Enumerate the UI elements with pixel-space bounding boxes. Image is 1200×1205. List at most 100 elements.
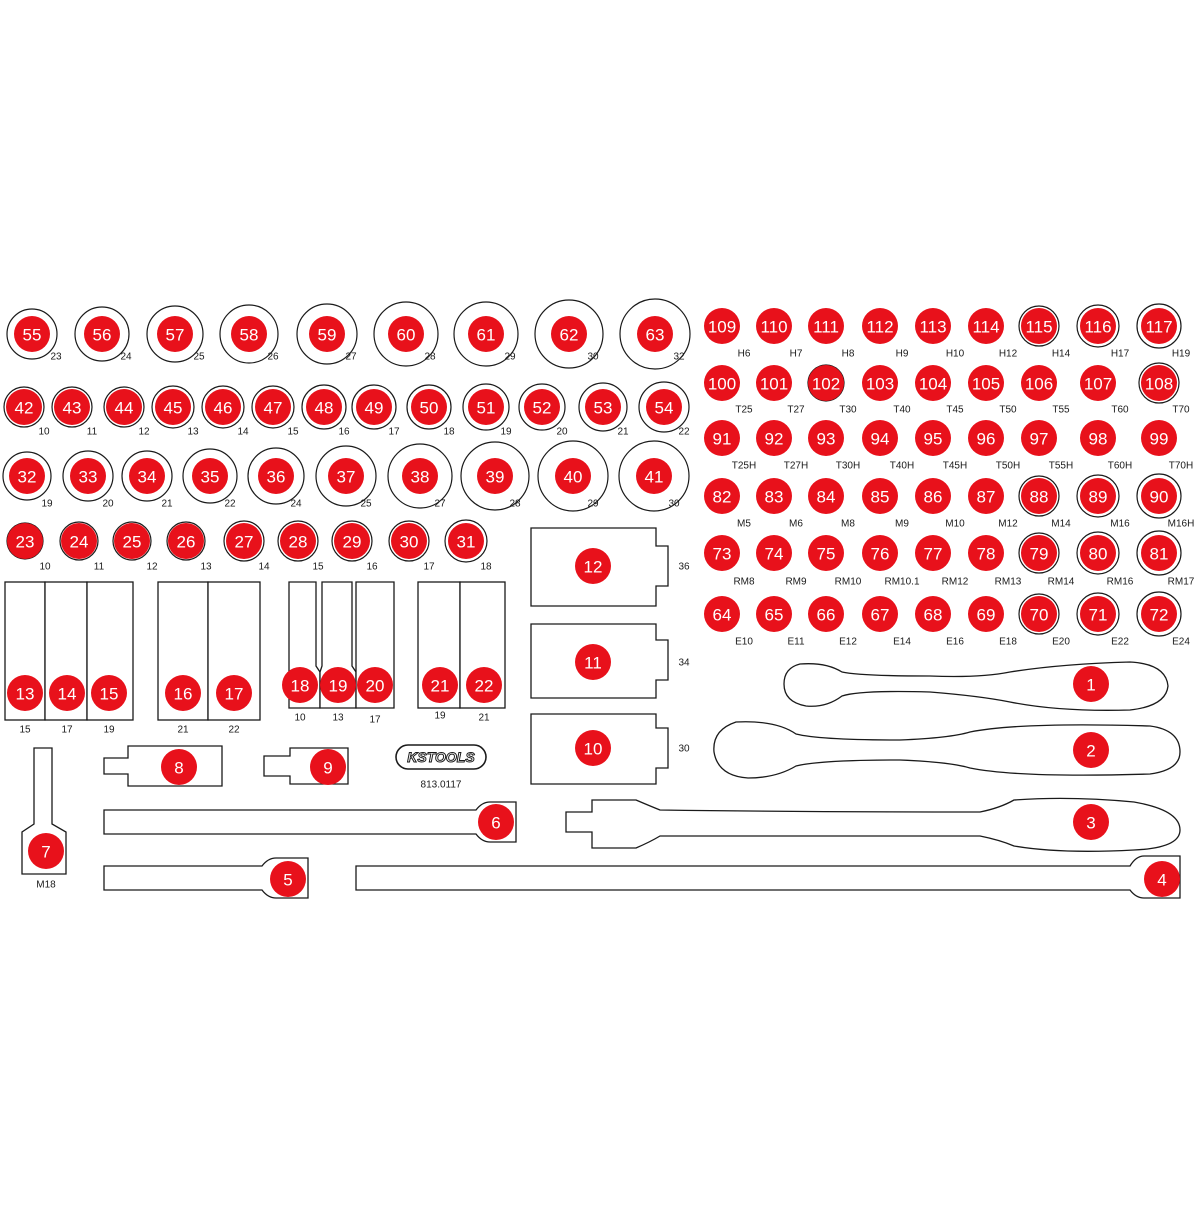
red-dot-44 bbox=[106, 389, 142, 425]
marker-112: 112 bbox=[862, 308, 898, 344]
position-number-54: 54 bbox=[655, 399, 674, 418]
marker-92: 92 bbox=[756, 420, 792, 456]
size-label-12: 36 bbox=[678, 562, 690, 573]
red-dot-52 bbox=[524, 389, 560, 425]
marker-24: 24 bbox=[59, 521, 99, 561]
marker-90: 90 bbox=[1136, 473, 1182, 519]
red-dot-75 bbox=[808, 535, 844, 571]
red-dot-76 bbox=[862, 535, 898, 571]
marker-7: 7 bbox=[28, 833, 64, 869]
position-number-108: 108 bbox=[1145, 375, 1173, 394]
size-label-44: 12 bbox=[138, 427, 150, 438]
marker-28: 28 bbox=[277, 520, 319, 562]
marker-95: 95 bbox=[915, 420, 951, 456]
red-dot-56 bbox=[84, 316, 120, 352]
marker-117: 117 bbox=[1136, 303, 1182, 349]
marker-81: 81 bbox=[1136, 530, 1182, 576]
red-dot-5 bbox=[270, 861, 306, 897]
size-label-24: 11 bbox=[94, 562, 105, 573]
position-number-65: 65 bbox=[765, 606, 784, 625]
red-dot-86 bbox=[915, 478, 951, 514]
position-number-40: 40 bbox=[564, 468, 583, 487]
red-dot-61 bbox=[468, 316, 504, 352]
size-label-30: 17 bbox=[423, 562, 435, 573]
red-dot-48 bbox=[306, 389, 342, 425]
marker-25: 25 bbox=[112, 521, 152, 561]
marker-87: 87 bbox=[968, 478, 1004, 514]
marker-33: 33 bbox=[62, 450, 114, 502]
red-dot-43 bbox=[54, 389, 90, 425]
red-dot-85 bbox=[862, 478, 898, 514]
red-dot-30 bbox=[391, 523, 427, 559]
red-dot-91 bbox=[704, 420, 740, 456]
extension-outline-4 bbox=[355, 855, 1181, 899]
red-dot-2 bbox=[1073, 732, 1109, 768]
size-label-108: T70 bbox=[1172, 405, 1190, 416]
red-dot-116 bbox=[1080, 308, 1116, 344]
size-label-42: 10 bbox=[38, 427, 50, 438]
size-label-73: RM8 bbox=[733, 577, 755, 588]
marker-9: 9 bbox=[310, 749, 346, 785]
marker-1: 1 bbox=[1073, 666, 1109, 702]
red-dot-35 bbox=[192, 458, 228, 494]
red-dot-60 bbox=[388, 316, 424, 352]
position-number-102: 102 bbox=[812, 375, 840, 394]
size-label-71: E22 bbox=[1111, 637, 1129, 648]
size-label-99: T70H bbox=[1169, 461, 1193, 472]
red-dot-88 bbox=[1021, 478, 1057, 514]
position-number-45: 45 bbox=[164, 399, 183, 418]
position-number-10: 10 bbox=[584, 740, 603, 759]
red-dot-28 bbox=[280, 523, 316, 559]
position-number-89: 89 bbox=[1089, 488, 1108, 507]
position-number-107: 107 bbox=[1084, 375, 1112, 394]
marker-22: 22 bbox=[466, 667, 502, 703]
size-label-32: 19 bbox=[41, 499, 53, 510]
position-number-46: 46 bbox=[214, 399, 233, 418]
size-label-114: H12 bbox=[999, 349, 1018, 360]
size-label-49: 17 bbox=[388, 427, 400, 438]
marker-104: 104 bbox=[915, 365, 951, 401]
position-number-57: 57 bbox=[166, 326, 185, 345]
marker-111: 111 bbox=[808, 308, 844, 344]
size-label-72: E24 bbox=[1172, 637, 1190, 648]
size-label-107: T60 bbox=[1111, 405, 1129, 416]
red-dot-53 bbox=[585, 389, 621, 425]
red-dot-36 bbox=[258, 458, 294, 494]
size-label-62: 30 bbox=[587, 352, 599, 363]
size-label-39: 28 bbox=[509, 499, 521, 510]
marker-77: 77 bbox=[915, 535, 951, 571]
size-label-20: 17 bbox=[369, 715, 381, 726]
red-dot-49 bbox=[356, 389, 392, 425]
t-handle-outline-3 bbox=[565, 797, 1181, 852]
red-dot-31 bbox=[448, 523, 484, 559]
position-number-117: 117 bbox=[1145, 318, 1172, 337]
size-label-29: 16 bbox=[366, 562, 378, 573]
size-label-80: RM16 bbox=[1107, 577, 1134, 588]
position-number-100: 100 bbox=[708, 375, 736, 394]
position-number-33: 33 bbox=[79, 468, 98, 487]
red-dot-22 bbox=[466, 667, 502, 703]
marker-10: 10 bbox=[575, 730, 611, 766]
position-number-68: 68 bbox=[924, 606, 943, 625]
position-number-74: 74 bbox=[765, 545, 784, 564]
position-number-41: 41 bbox=[645, 468, 664, 487]
size-label-83: M6 bbox=[789, 519, 803, 530]
marker-100: 100 bbox=[704, 365, 740, 401]
red-dot-40 bbox=[555, 458, 591, 494]
marker-70: 70 bbox=[1018, 593, 1060, 635]
position-number-21: 21 bbox=[431, 677, 450, 696]
marker-48: 48 bbox=[301, 384, 347, 430]
marker-98: 98 bbox=[1080, 420, 1116, 456]
position-number-47: 47 bbox=[264, 399, 283, 418]
size-label-96: T50H bbox=[996, 461, 1020, 472]
red-dot-102 bbox=[808, 365, 844, 401]
marker-41: 41 bbox=[618, 440, 690, 512]
marker-80: 80 bbox=[1076, 531, 1120, 575]
red-dot-46 bbox=[205, 389, 241, 425]
red-dot-115 bbox=[1021, 308, 1057, 344]
marker-101: 101 bbox=[756, 365, 792, 401]
red-dot-38 bbox=[402, 458, 438, 494]
size-label-11: 34 bbox=[678, 658, 690, 669]
position-number-63: 63 bbox=[646, 326, 665, 345]
marker-51: 51 bbox=[462, 383, 510, 431]
